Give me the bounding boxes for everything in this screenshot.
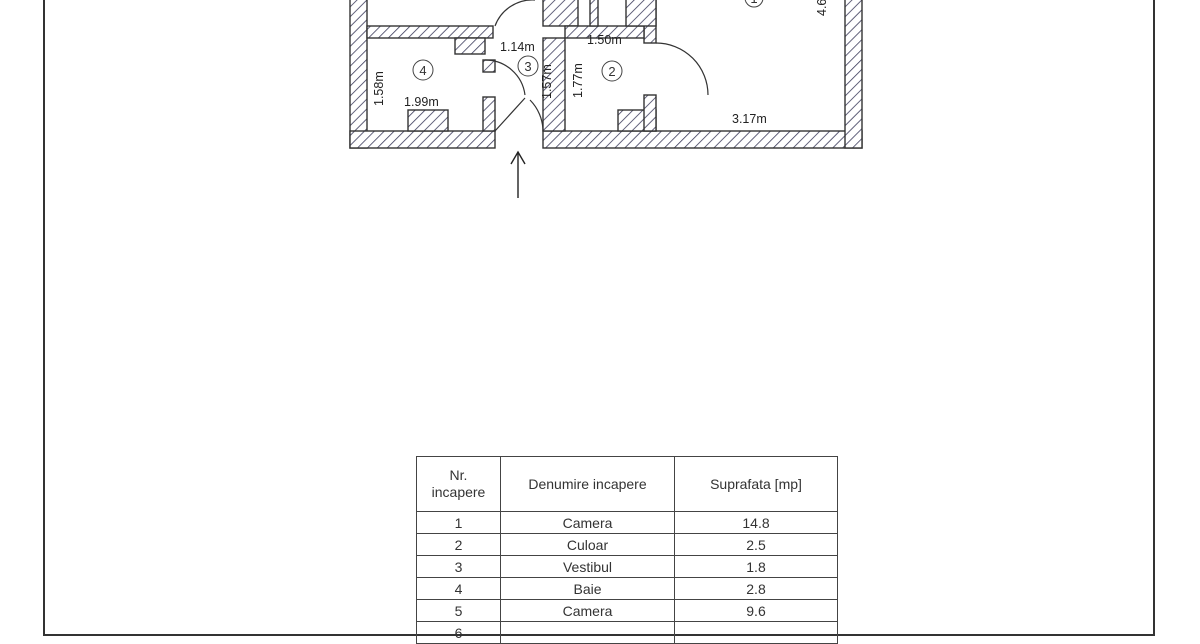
cell-name: Camera xyxy=(500,511,675,534)
wall-outer-right xyxy=(844,0,863,149)
header-room-area: Suprafata [mp] xyxy=(674,456,838,512)
wall-top-box xyxy=(542,0,579,27)
wall-bath-right-lower xyxy=(482,96,496,132)
header-room-name: Denumire incapere xyxy=(500,456,675,512)
header-nr-line2: incapere xyxy=(431,484,486,500)
cell-area xyxy=(674,621,838,644)
room-marker-4: 4 xyxy=(419,63,426,78)
table-header-row: Nr. incapere Denumire incapere Suprafata… xyxy=(416,456,838,512)
wall-bath-top xyxy=(366,25,494,39)
cell-name: Camera xyxy=(500,599,675,622)
wall-outer-bottom-left xyxy=(349,130,496,149)
table-row: 2 Culoar 2.5 xyxy=(416,533,838,556)
room-marker-circle-3 xyxy=(517,55,539,77)
cell-name: Culoar xyxy=(500,533,675,556)
room-area-table: Nr. incapere Denumire incapere Suprafata… xyxy=(416,456,838,644)
room-markers xyxy=(412,0,764,82)
dimension-label: 4.6 xyxy=(815,0,829,16)
wall-hall-top xyxy=(564,25,645,39)
door-arc-entrance xyxy=(494,97,544,132)
cell-area: 2.8 xyxy=(674,577,838,600)
cell-nr: 5 xyxy=(416,599,501,622)
wall-top-small xyxy=(625,0,657,27)
header-room-number: Nr. incapere xyxy=(416,456,501,512)
cell-name: Vestibul xyxy=(500,555,675,578)
dimension-label: 1.58m xyxy=(372,71,386,106)
wall-bath-right-upper xyxy=(482,59,496,73)
table-row: 1 Camera 14.8 xyxy=(416,511,838,534)
cell-nr: 2 xyxy=(416,533,501,556)
cell-nr: 1 xyxy=(416,511,501,534)
wall-outer-left xyxy=(349,0,368,149)
cell-area: 1.8 xyxy=(674,555,838,578)
dimension-label: 1.50m xyxy=(587,33,622,47)
room-marker-2: 2 xyxy=(608,64,615,79)
door-arc-vestibule-left xyxy=(484,59,526,96)
cell-area: 2.5 xyxy=(674,533,838,556)
table-row: 5 Camera 9.6 xyxy=(416,599,838,622)
cell-nr: 6 xyxy=(416,621,501,644)
cell-name xyxy=(500,621,675,644)
dimension-label: 3.17m xyxy=(732,112,767,126)
dimension-label: 1.77m xyxy=(571,63,585,98)
cell-nr: 4 xyxy=(416,577,501,600)
floor-plan: 1 2 3 4 1.14m 1.50m 1.99m 3.17m 1.58m 1.… xyxy=(349,0,863,198)
room-marker-3: 3 xyxy=(524,59,531,74)
wall-room-top-inner xyxy=(589,0,599,27)
wall-bath-bottom-niche xyxy=(407,109,449,132)
entrance-arrow xyxy=(510,150,526,198)
cell-area: 14.8 xyxy=(674,511,838,534)
table-row: 4 Baie 2.8 xyxy=(416,577,838,600)
table-row: 3 Vestibul 1.8 xyxy=(416,555,838,578)
door-arc-vestibule-top xyxy=(494,0,535,27)
dimension-label: 1.14m xyxy=(500,40,535,54)
room-marker-circle-2 xyxy=(601,60,623,82)
cell-area: 9.6 xyxy=(674,599,838,622)
dimension-label: 1.57m xyxy=(540,64,554,99)
room-marker-circle-1 xyxy=(744,0,764,8)
table-row: 6 xyxy=(416,621,838,644)
dimension-label: 1.99m xyxy=(404,95,439,109)
room-marker-circle-4 xyxy=(412,59,434,81)
header-nr-line1: Nr. xyxy=(449,467,468,483)
wall-vestibule-right xyxy=(542,37,566,132)
room-marker-1: 1 xyxy=(750,0,757,6)
cell-nr: 3 xyxy=(416,555,501,578)
walls xyxy=(349,0,863,149)
wall-outer-bottom-right xyxy=(542,130,863,149)
wall-hall-right-lower xyxy=(643,94,657,132)
wall-bath-top-right xyxy=(454,37,486,55)
doors xyxy=(484,0,709,132)
door-arc-hall-right xyxy=(655,42,709,96)
cell-name: Baie xyxy=(500,577,675,600)
